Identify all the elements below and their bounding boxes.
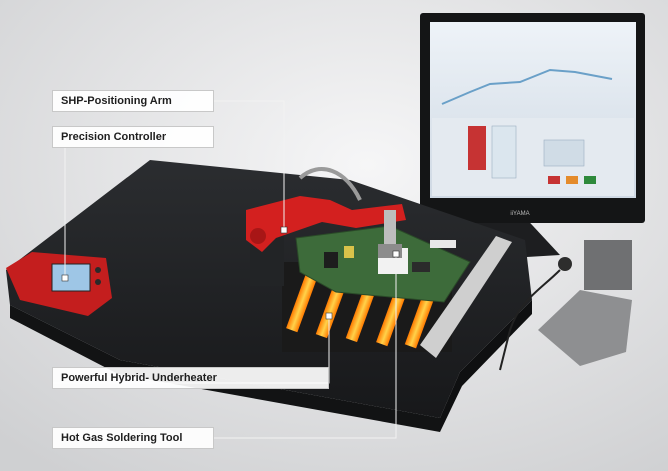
arm-marker (280, 226, 288, 234)
controller-marker (61, 274, 69, 282)
callout-hot-gas-soldering-tool: Hot Gas Soldering Tool (52, 427, 214, 449)
board-holder-rail (420, 236, 512, 358)
circuit-board (295, 225, 471, 303)
callout-precision-controller: Precision Controller (52, 126, 214, 148)
temperature-profile-curve (441, 68, 613, 105)
precision-controller (6, 252, 112, 316)
shp-positioning-arm (246, 167, 406, 286)
tool-marker (392, 250, 400, 258)
underheater-marker (325, 312, 333, 320)
monitor: iiYAMA (420, 13, 645, 262)
callout-hybrid-underheater: Powerful Hybrid- Underheater (52, 367, 329, 389)
monitor-brand: iiYAMA (510, 211, 529, 217)
hot-gas-tool-holder (499, 240, 632, 371)
callout-positioning-arm: SHP-Positioning Arm (52, 90, 214, 112)
controller-display (51, 263, 91, 292)
